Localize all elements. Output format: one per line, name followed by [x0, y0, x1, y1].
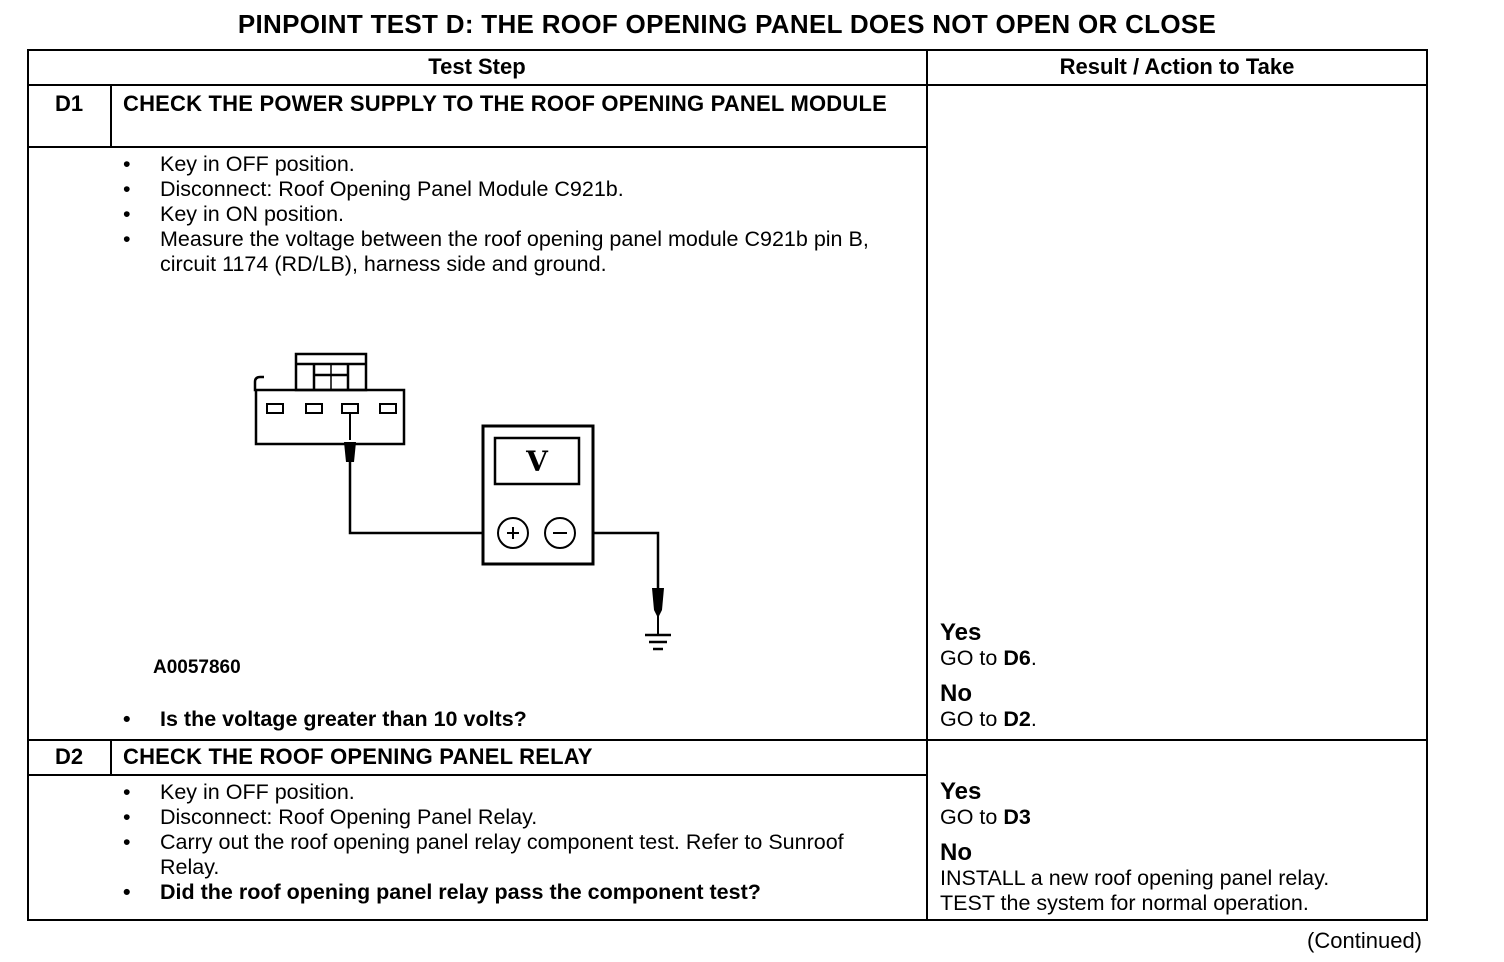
- step-id-d2: D2: [54, 744, 84, 769]
- result-no-action-line: TEST the system for normal operation.: [940, 891, 1309, 915]
- meter-display: [493, 436, 581, 486]
- result-no-action: GO to D2.: [940, 707, 1037, 731]
- d2-id-divider: [110, 739, 112, 775]
- voltmeter-wiring-diagram: V: [253, 352, 671, 651]
- step-divider: [27, 739, 1428, 741]
- header-divider: [27, 84, 1428, 86]
- goto-link-d2[interactable]: D2: [1003, 707, 1031, 731]
- meter-symbol: V: [525, 445, 549, 478]
- list-item: Key in ON position.: [123, 202, 883, 227]
- page-title: PINPOINT TEST D: THE ROOF OPENING PANEL …: [237, 9, 1217, 39]
- d2-result: Yes GO to D3 No INSTALL a new roof openi…: [940, 779, 1420, 916]
- result-no-label: No: [940, 839, 972, 866]
- continued-note: (Continued): [1307, 928, 1422, 953]
- step-title-d1: CHECK THE POWER SUPPLY TO THE ROOF OPENI…: [123, 91, 887, 116]
- result-yes-action: GO to D3: [940, 805, 1031, 829]
- d1-question: Is the voltage greater than 10 volts?: [123, 707, 913, 732]
- d1-title-divider: [27, 146, 927, 148]
- connector-pin-b-icon: [305, 403, 323, 414]
- positive-terminal-icon: [497, 517, 529, 549]
- result-no-action-line: INSTALL a new roof opening panel relay.: [940, 866, 1330, 890]
- result-no-label: No: [940, 680, 972, 707]
- d1-result: Yes GO to D6. No GO to D2.: [940, 620, 1420, 732]
- connector-pin-a-icon: [266, 403, 284, 414]
- list-item: Key in OFF position.: [123, 152, 883, 177]
- list-item: Disconnect: Roof Opening Panel Module C9…: [123, 177, 883, 202]
- column-divider: [926, 49, 928, 921]
- connector-c921b-icon: [253, 375, 406, 446]
- list-item: Is the voltage greater than 10 volts?: [123, 707, 913, 732]
- pinpoint-test-table: [27, 49, 1428, 921]
- probe-tip-icon: [652, 588, 664, 618]
- list-item: Disconnect: Roof Opening Panel Relay.: [123, 805, 893, 830]
- list-item: Did the roof opening panel relay pass th…: [123, 880, 893, 905]
- negative-test-lead: [593, 531, 660, 588]
- result-yes-action: GO to D6.: [940, 646, 1037, 670]
- result-yes-label: Yes: [940, 778, 982, 805]
- multimeter-icon: [481, 424, 595, 566]
- negative-terminal-icon: [544, 517, 576, 549]
- header-result: Result / Action to Take: [1059, 54, 1295, 79]
- list-item: Key in OFF position.: [123, 780, 893, 805]
- goto-link-d6[interactable]: D6: [1003, 646, 1031, 670]
- figure-code: A0057860: [153, 657, 241, 678]
- d2-instructions: Key in OFF position. Disconnect: Roof Op…: [123, 780, 893, 905]
- list-item: Carry out the roof opening panel relay c…: [123, 830, 893, 880]
- result-yes-label: Yes: [940, 619, 982, 646]
- d1-instructions: Key in OFF position. Disconnect: Roof Op…: [123, 152, 883, 277]
- step-title-d2: CHECK THE ROOF OPENING PANEL RELAY: [123, 744, 593, 769]
- goto-link-d3[interactable]: D3: [1003, 805, 1031, 829]
- d1-id-divider: [110, 84, 112, 147]
- list-item: Measure the voltage between the roof ope…: [123, 227, 883, 277]
- step-id-d1: D1: [54, 91, 84, 116]
- connector-pin-c-icon: [341, 403, 359, 414]
- positive-test-lead: [348, 458, 483, 535]
- header-test-step: Test Step: [428, 54, 526, 79]
- d2-title-divider: [27, 774, 927, 776]
- probe-tip-icon: [344, 442, 356, 462]
- connector-pin-d-icon: [379, 403, 397, 414]
